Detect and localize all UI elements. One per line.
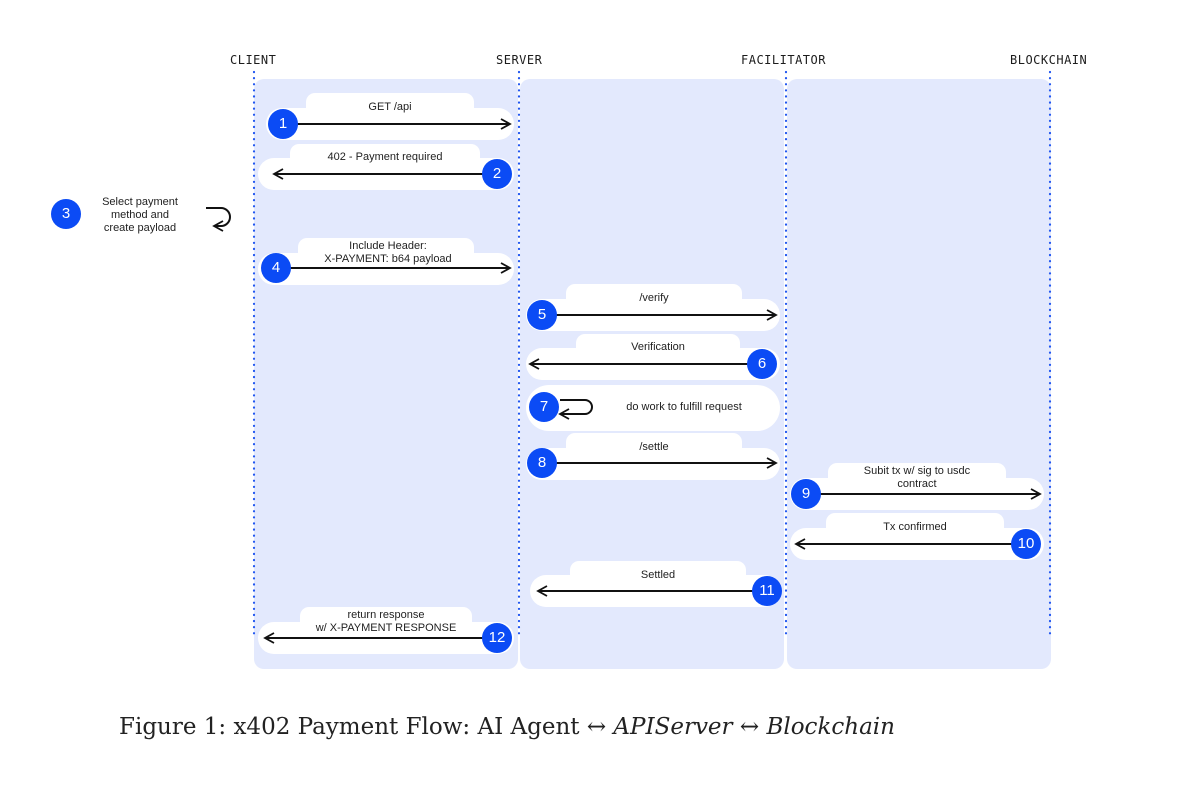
step-2-badge: 2 xyxy=(482,159,512,189)
step-4-label: Include Header:X-PAYMENT: b64 payload xyxy=(324,240,452,265)
step-12-badge: 12 xyxy=(482,623,512,653)
lane-panel-0 xyxy=(254,79,518,669)
lane-header-server: SERVER xyxy=(496,53,543,67)
lane-header-blockchain: BLOCKCHAIN xyxy=(1010,53,1088,67)
caption-prefix: Figure 1: x402 Payment Flow: AI Agent xyxy=(119,714,580,740)
lane-panel-2 xyxy=(787,79,1051,669)
step-1-badge: 1 xyxy=(268,109,298,139)
step-11-label: Settled xyxy=(640,569,676,581)
caption-middle: APIServer xyxy=(613,714,733,740)
step-6-badge: 6 xyxy=(747,349,777,379)
lane-header-facilitator: FACILITATOR xyxy=(741,53,826,67)
step-10-badge: 10 xyxy=(1011,529,1041,559)
caption-end: Blockchain xyxy=(766,714,895,740)
step-11-badge: 11 xyxy=(752,576,782,606)
figure-caption: Figure 1: x402 Payment Flow: AI Agent ↔ … xyxy=(0,714,1180,740)
step-5-label: /verify xyxy=(639,292,669,304)
caption-arrow-2: ↔ xyxy=(739,714,760,740)
step-9-badge: 9 xyxy=(791,479,821,509)
step-10-label: Tx confirmed xyxy=(883,521,947,533)
step-3-badge: 3 xyxy=(51,199,81,229)
step-7-pill xyxy=(526,385,780,431)
step-8-badge: 8 xyxy=(527,448,557,478)
step-1-label: GET /api xyxy=(368,101,412,113)
step-3-pill xyxy=(46,190,244,238)
step-7-badge: 7 xyxy=(529,392,559,422)
step-4-badge: 4 xyxy=(261,253,291,283)
step-7-loop-arrow xyxy=(558,399,593,420)
lane-header-client: CLIENT xyxy=(230,53,277,67)
caption-arrow-1: ↔ xyxy=(586,714,607,740)
step-2-label: 402 - Payment required xyxy=(327,151,443,163)
step-5-badge: 5 xyxy=(527,300,557,330)
step-7-label: do work to fulfill request xyxy=(626,401,742,413)
step-3-loop-arrow xyxy=(206,207,231,232)
step-6-label: Verification xyxy=(631,341,685,353)
step-8-label: /settle xyxy=(639,441,669,453)
